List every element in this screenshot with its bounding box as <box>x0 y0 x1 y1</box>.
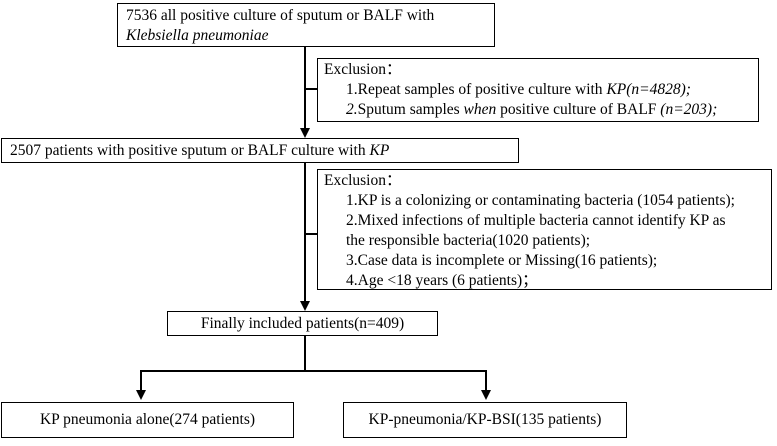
split-right <box>485 370 487 391</box>
exclusion-2-box: Exclusion： 1.KP is a colonizing or conta… <box>317 169 772 290</box>
arrow-1 <box>300 128 310 138</box>
exclusion-2-heading: Exclusion： <box>324 172 402 189</box>
exclusion-1-box: Exclusion： 1.Repeat samples of positive … <box>317 58 759 122</box>
start-line-2: Klebsiella pneumoniae <box>126 27 269 44</box>
exclusion-1-heading: Exclusion： <box>324 61 402 78</box>
outcome-right-text: KP-pneumonia/KP-BSI(135 patients) <box>368 411 602 428</box>
included-box: Finally included patients(n=409) <box>167 311 438 336</box>
exclusion-1-item-1: 1.Repeat samples of positive culture wit… <box>346 81 691 98</box>
outcome-left-text: KP pneumonia alone(274 patients) <box>39 411 256 428</box>
start-box: 7536 all positive culture of sputum or B… <box>117 3 495 47</box>
patients-box: 2507 patients with positive sputum or BA… <box>1 138 519 163</box>
outcome-left-box: KP pneumonia alone(274 patients) <box>1 402 294 438</box>
patients-em: KP <box>369 142 390 159</box>
outcome-right-box: KP-pneumonia/KP-BSI(135 patients) <box>343 402 627 438</box>
split-left <box>140 370 142 391</box>
included-text: Finally included patients(n=409) <box>200 315 405 332</box>
branch-1 <box>305 88 317 90</box>
exclusion-2-item-2: 2.Mixed infections of multiple bacteria … <box>346 212 726 229</box>
connector-1 <box>304 47 306 129</box>
exclusion-2-item-2-cont: the responsible bacteria(1020 patients); <box>346 232 591 249</box>
arrow-2 <box>300 301 310 311</box>
start-line-1: 7536 all positive culture of sputum or B… <box>126 7 435 24</box>
exclusion-1-item-2: 2.Sputum samples when positive culture o… <box>346 101 718 118</box>
split-stem <box>304 336 306 371</box>
connector-2 <box>304 163 306 304</box>
arrow-right <box>481 390 491 400</box>
split-horizontal <box>140 370 486 372</box>
patients-text: 2507 patients with positive sputum or BA… <box>10 142 370 159</box>
exclusion-2-item-4: 4.Age <18 years (6 patients)； <box>346 272 538 289</box>
branch-2 <box>305 233 317 235</box>
exclusion-2-item-1: 1.KP is a colonizing or contaminating ba… <box>346 192 735 209</box>
exclusion-2-item-3: 3.Case data is incomplete or Missing(16 … <box>346 252 658 269</box>
arrow-left <box>136 390 146 400</box>
